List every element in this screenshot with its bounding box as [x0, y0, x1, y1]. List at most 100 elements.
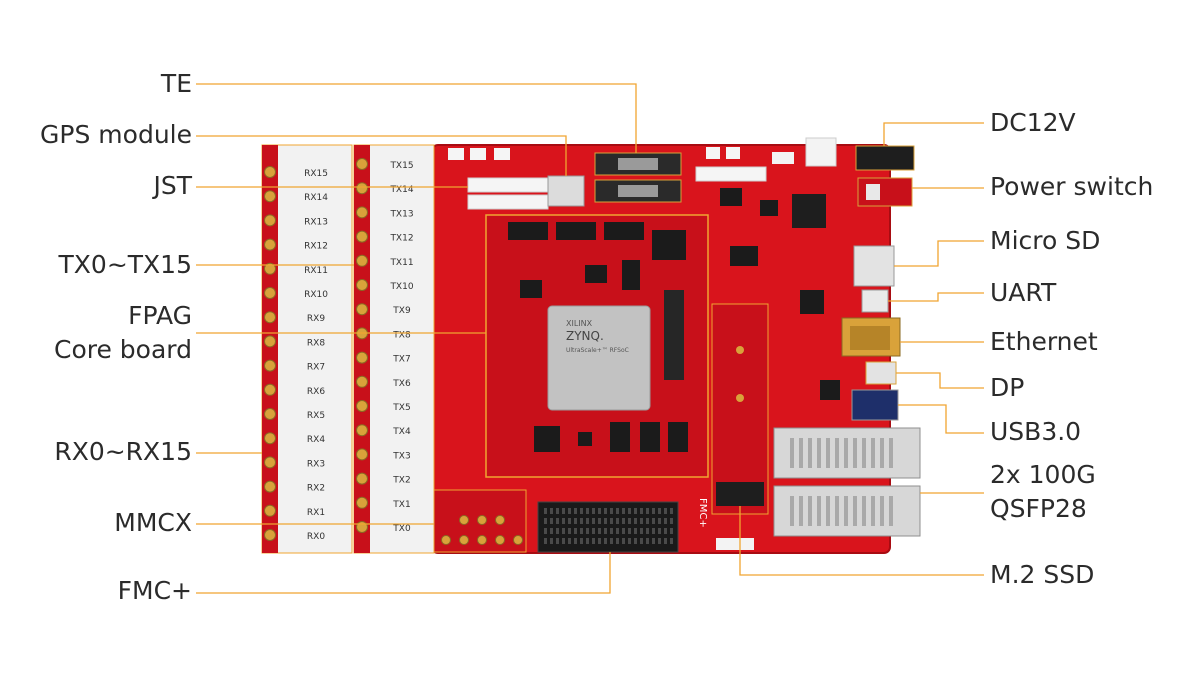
rx-channel-label: RX9	[307, 314, 325, 324]
sma-connector	[356, 254, 368, 267]
chip-brand: XILINX	[566, 319, 593, 328]
fmc-pin	[628, 538, 631, 544]
tx-channel-label: TX0	[392, 524, 411, 534]
fmc-pin	[586, 528, 589, 534]
qsfp-rib	[844, 438, 848, 468]
fmc-pin	[634, 508, 637, 514]
ic	[534, 426, 560, 452]
fmc-pin	[598, 508, 601, 514]
ic	[622, 260, 640, 290]
fmc-pin	[610, 518, 613, 524]
qsfp-rib	[880, 438, 884, 468]
fmc-pin	[616, 508, 619, 514]
tx-channel-label: TX10	[389, 282, 413, 292]
fmc-pin	[544, 528, 547, 534]
ic	[520, 280, 542, 298]
leader-usb	[898, 404, 984, 434]
fmc-pin	[592, 528, 595, 534]
sma-connector	[264, 504, 276, 517]
fmc-pin	[562, 518, 565, 524]
label-qsfp-line2: QSFP28	[990, 494, 1087, 523]
fmc-pin	[670, 528, 673, 534]
qsfp-rib	[862, 496, 866, 526]
qsfp-rib	[844, 496, 848, 526]
tx-channel-label: TX12	[389, 234, 413, 244]
rx-channel-label: RX3	[307, 459, 325, 469]
dc-jack	[855, 145, 915, 171]
gps-module	[547, 175, 585, 207]
qsfp-rib	[826, 496, 830, 526]
sma-connector	[264, 262, 276, 275]
usb-port	[851, 389, 899, 421]
ic	[820, 380, 840, 400]
fmc-pin	[562, 528, 565, 534]
sma-connector	[356, 206, 368, 219]
rx-channel-label: RX14	[304, 193, 328, 203]
sma-connector	[264, 529, 276, 541]
fmc-pin	[574, 508, 577, 514]
leader-dc12v	[883, 122, 984, 146]
sma-connector	[356, 375, 368, 388]
uart-port	[861, 289, 889, 313]
sma-connector	[356, 279, 368, 291]
ic	[800, 290, 824, 314]
fmc-pin	[664, 508, 667, 514]
fmc-pin	[592, 518, 595, 524]
ic	[720, 188, 742, 206]
fmc-pin	[556, 528, 559, 534]
mmcx-connector	[459, 515, 469, 525]
fmc-pin	[646, 528, 649, 534]
fmc-pin	[574, 528, 577, 534]
fmc-pin	[634, 518, 637, 524]
qsfp-rib	[799, 496, 803, 526]
label-power-switch: Power switch	[990, 172, 1154, 201]
fmc-pin	[580, 538, 583, 544]
fmc-pin	[598, 528, 601, 534]
tx-channel-label: TX11	[389, 258, 413, 268]
rx-channel-label: RX7	[307, 363, 325, 373]
fmc-pin	[574, 538, 577, 544]
fmc-pin	[634, 528, 637, 534]
chip-family: UltraScale+™ RFSoC	[566, 347, 629, 354]
leader-te	[196, 83, 637, 153]
fmc-pin	[574, 518, 577, 524]
tx-channel-label: TX3	[392, 451, 410, 461]
fmc-pin	[616, 528, 619, 534]
fmc-pin	[568, 518, 571, 524]
rx-channel-label: RX10	[304, 290, 328, 300]
sma-connector	[356, 496, 368, 509]
qsfp-rib	[808, 438, 812, 468]
tx-channel-label: TX9	[392, 306, 411, 316]
label-dp: DP	[990, 373, 1025, 402]
fmc-pin	[658, 538, 661, 544]
sma-connector	[356, 521, 368, 533]
sma-connector	[264, 287, 276, 299]
jst-connector	[695, 166, 767, 182]
label-uart: UART	[990, 278, 1057, 307]
mmcx-connector	[441, 535, 451, 545]
jst-connector	[448, 148, 464, 160]
fmc-pin	[598, 538, 601, 544]
fmc-pin	[604, 518, 607, 524]
rx-channel-label: RX8	[307, 338, 325, 348]
rx-channel-label: RX1	[307, 508, 325, 518]
fmc-pin	[604, 528, 607, 534]
fmc-pin	[568, 538, 571, 544]
mmcx-connector	[513, 535, 523, 545]
fmc-pin	[550, 528, 553, 534]
fmc-pin	[652, 508, 655, 514]
label-gps-module: GPS module	[40, 120, 192, 149]
ic	[604, 222, 644, 240]
leader-gps	[196, 135, 567, 176]
ic	[556, 222, 596, 240]
qsfp-rib	[835, 496, 839, 526]
qsfp-rib	[790, 496, 794, 526]
qsfp-rib	[880, 496, 884, 526]
fmc-pin	[664, 528, 667, 534]
label-fpga-line1: FPAG	[128, 301, 192, 330]
connector	[716, 538, 754, 550]
fmc-pin	[670, 538, 673, 544]
tx-channel-label: TX8	[392, 330, 411, 340]
tx-channel-label: TX6	[392, 379, 411, 389]
